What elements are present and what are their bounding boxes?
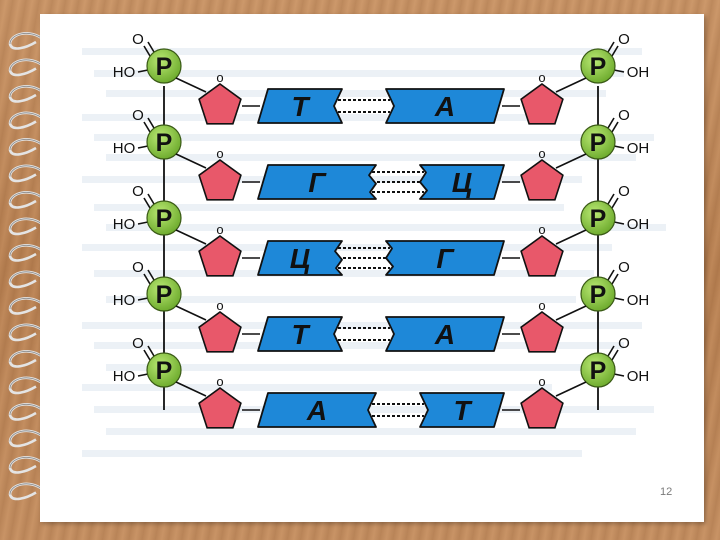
hydroxyl-label: HO: [113, 368, 136, 385]
hydroxyl-label: OH: [627, 292, 650, 309]
phosphate-oxygen-label: O: [618, 107, 630, 124]
right-phosphate: O OH P: [580, 183, 650, 236]
right-base: Ц: [419, 164, 505, 200]
sugar-oxygen-label: o: [216, 298, 223, 313]
left-sugar-link: [175, 381, 207, 397]
hydroxyl-label: HO: [113, 140, 136, 157]
right-base: А: [385, 88, 505, 124]
page-number: 12: [660, 486, 673, 498]
phosphate-label: P: [590, 281, 607, 309]
base-letter: Г: [436, 243, 455, 274]
sugar-oxygen-label: o: [538, 374, 545, 389]
right-base: А: [385, 316, 505, 352]
right-sugar: o: [520, 298, 564, 353]
hydroxyl-label: OH: [627, 140, 650, 157]
left-sugar-link: [175, 77, 207, 93]
phosphate-oxygen-label: O: [132, 107, 144, 124]
sugar-oxygen-label: o: [216, 222, 223, 237]
base-letter: А: [434, 91, 455, 122]
base-letter: Т: [291, 91, 311, 122]
phosphate-oxygen-label: O: [132, 335, 144, 352]
left-base: Т: [257, 316, 343, 352]
right-phosphate: O OH P: [580, 107, 650, 160]
phosphate-label: P: [590, 53, 607, 81]
phosphate-label: P: [156, 357, 173, 385]
base-letter: А: [306, 395, 327, 426]
base-letter: Ц: [290, 243, 310, 274]
right-sugar: o: [520, 146, 564, 201]
phosphate-label: P: [156, 281, 173, 309]
left-sugar: o: [198, 70, 242, 125]
phosphate-oxygen-label: O: [618, 335, 630, 352]
sugar-oxygen-label: o: [538, 298, 545, 313]
left-base: А: [257, 392, 377, 428]
left-sugar: o: [198, 146, 242, 201]
sugar-oxygen-label: o: [538, 222, 545, 237]
left-sugar: o: [198, 298, 242, 353]
sugar-oxygen-label: o: [216, 70, 223, 85]
right-sugar: o: [520, 374, 564, 429]
base-letter: Г: [308, 167, 327, 198]
hydroxyl-label: OH: [627, 368, 650, 385]
left-sugar: o: [198, 222, 242, 277]
phosphate-oxygen-label: O: [618, 183, 630, 200]
phosphate-label: P: [590, 205, 607, 233]
right-sugar-link: [555, 229, 587, 245]
right-base: Г: [385, 240, 505, 276]
phosphate-label: P: [590, 357, 607, 385]
phosphate-oxygen-label: O: [618, 259, 630, 276]
right-phosphate: O OH P: [580, 335, 650, 388]
sugar-oxygen-label: o: [216, 374, 223, 389]
sugar-oxygen-label: o: [538, 146, 545, 161]
phosphate-oxygen-label: O: [132, 31, 144, 48]
left-phosphate: O HO P: [113, 335, 182, 388]
hydroxyl-label: HO: [113, 216, 136, 233]
phosphate-oxygen-label: O: [618, 31, 630, 48]
phosphate-oxygen-label: O: [132, 183, 144, 200]
phosphate-label: P: [590, 129, 607, 157]
phosphate-label: P: [156, 205, 173, 233]
right-sugar: o: [520, 222, 564, 277]
left-sugar-link: [175, 229, 207, 245]
right-sugar-link: [555, 305, 587, 321]
base-pair-row: [338, 99, 390, 113]
left-base: Ц: [257, 240, 343, 276]
left-phosphate: O HO P: [113, 31, 182, 84]
left-sugar: o: [198, 374, 242, 429]
left-sugar-link: [175, 153, 207, 169]
base-pair-row: [338, 247, 390, 269]
base-pair-row: [338, 327, 390, 341]
sugar-oxygen-label: o: [216, 146, 223, 161]
hydroxyl-label: HO: [113, 64, 136, 81]
left-sugar-link: [175, 305, 207, 321]
hydroxyl-label: OH: [627, 64, 650, 81]
left-phosphate: O HO P: [113, 107, 182, 160]
base-letter: Ц: [452, 167, 472, 198]
right-sugar: o: [520, 70, 564, 125]
hydroxyl-label: HO: [113, 292, 136, 309]
hydroxyl-label: OH: [627, 216, 650, 233]
base-letter: Т: [453, 395, 473, 426]
right-base: Т: [419, 392, 505, 428]
left-phosphate: O HO P: [113, 183, 182, 236]
phosphate-label: P: [156, 129, 173, 157]
right-sugar-link: [555, 153, 587, 169]
sugar-oxygen-label: o: [538, 70, 545, 85]
base-pair-row: [372, 171, 424, 193]
base-letter: Т: [291, 319, 311, 350]
base-letter: А: [434, 319, 455, 350]
phosphate-oxygen-label: O: [132, 259, 144, 276]
left-base: Т: [257, 88, 343, 124]
right-sugar-link: [555, 77, 587, 93]
right-phosphate: O OH P: [580, 259, 650, 312]
left-base: Г: [257, 164, 377, 200]
right-phosphate: O OH P: [580, 31, 650, 84]
left-phosphate: O HO P: [113, 259, 182, 312]
phosphate-label: P: [156, 53, 173, 81]
base-pair-row: [372, 403, 424, 417]
right-sugar-link: [555, 381, 587, 397]
